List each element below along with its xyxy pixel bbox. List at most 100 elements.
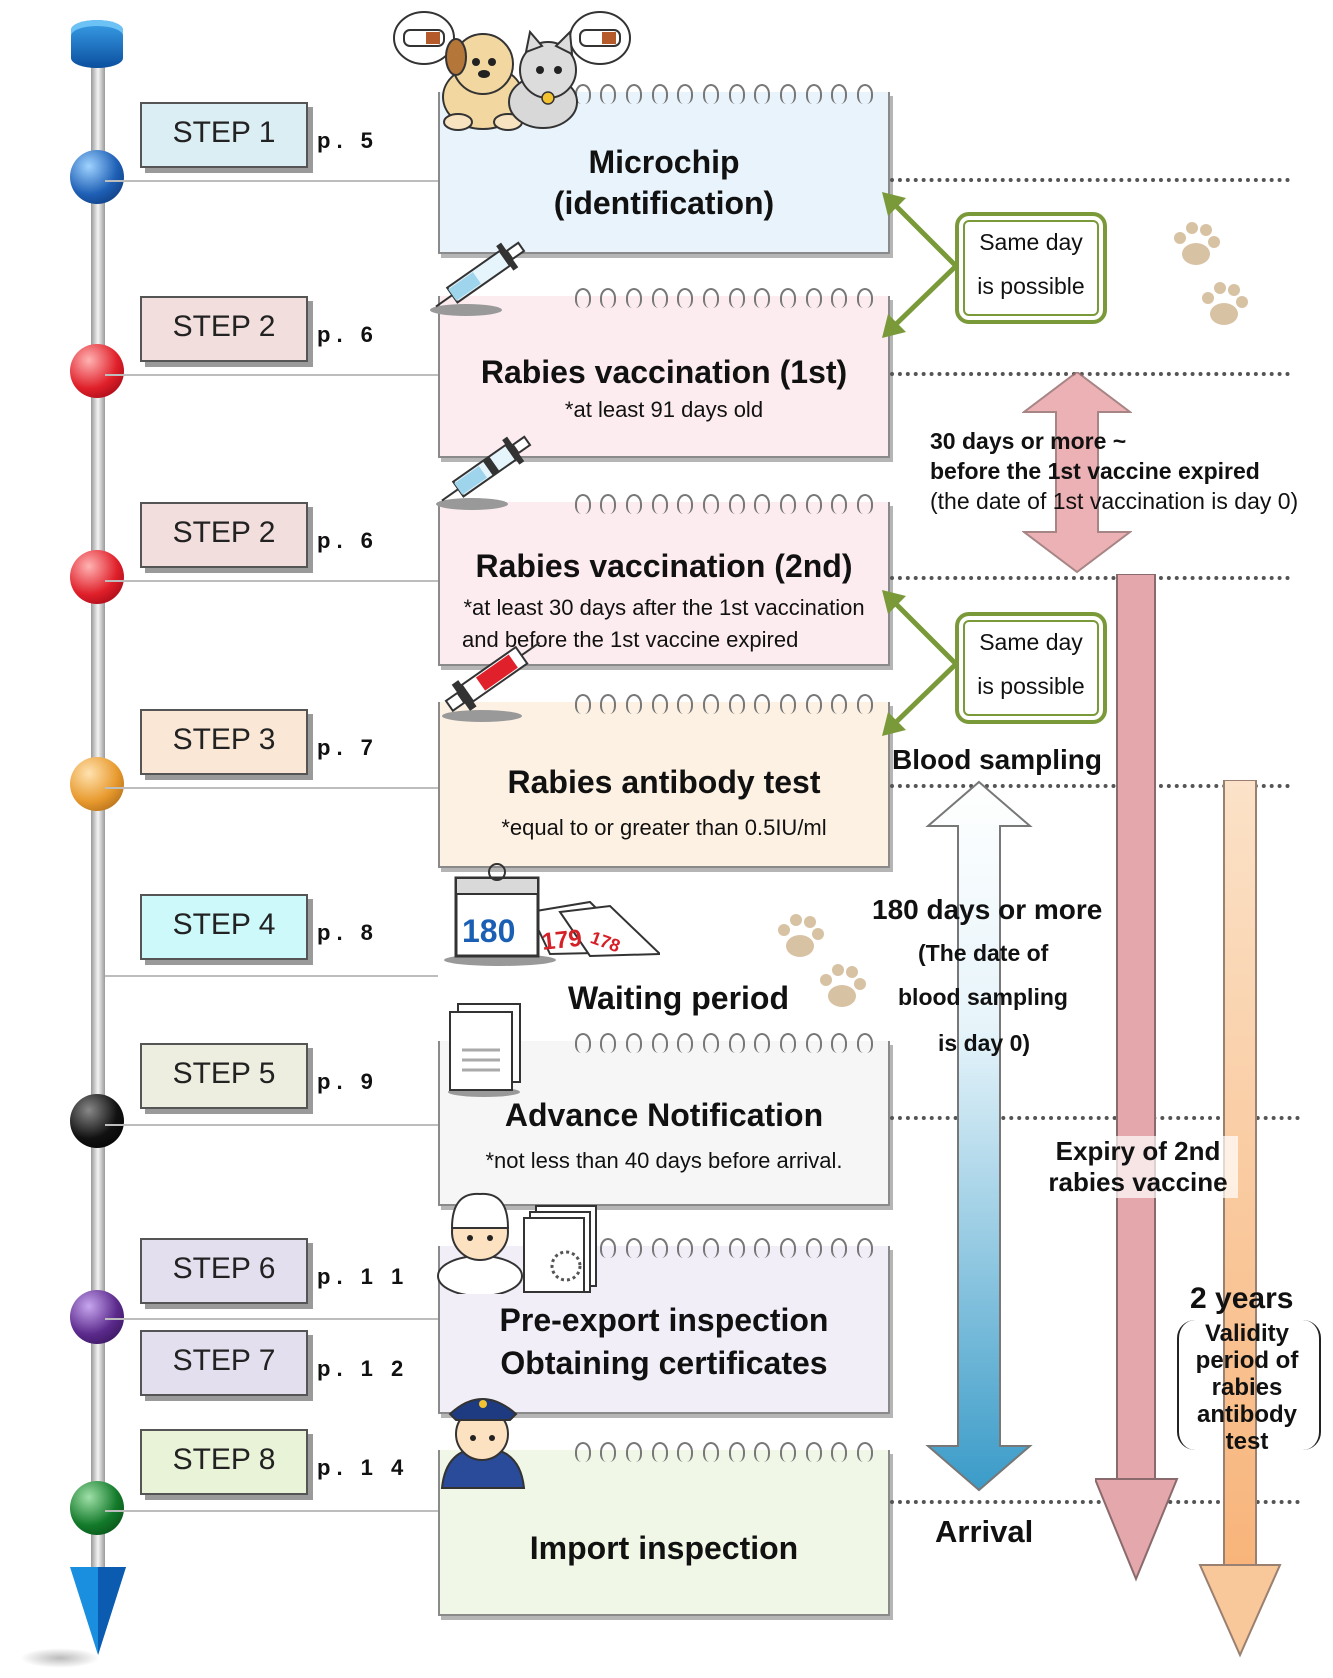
- microchip-title: Microchip: [588, 144, 740, 180]
- connector-line: [105, 1124, 438, 1126]
- vaccination-2-note-1: *at least 30 days after the 1st vaccinat…: [463, 595, 865, 620]
- step-2b-tag: STEP 2: [140, 502, 308, 568]
- arrival-label: Arrival: [935, 1514, 1034, 1549]
- same-day-bracket-arrow: [882, 590, 958, 736]
- step-7-page: p. 1 2: [317, 1356, 410, 1381]
- interval-30-days-arrow: [1022, 372, 1132, 574]
- waiting-period-title: Waiting period: [568, 980, 790, 1016]
- pre-export-title-1: Pre-export inspection: [499, 1302, 829, 1338]
- same-day-line-1: Same day: [979, 229, 1083, 255]
- step-8-tag: STEP 8: [140, 1429, 308, 1495]
- step-2-page: p. 6: [317, 322, 379, 347]
- dog-cat-icon: [393, 11, 631, 131]
- guide-line: [890, 1116, 1300, 1120]
- guide-line: [890, 784, 1290, 788]
- interval-180-days-line-1: 180 days or more: [872, 894, 1103, 925]
- step-1-page: p. 5: [317, 128, 379, 153]
- guide-line: [890, 576, 1290, 580]
- card-vaccination-2: Rabies vaccination (2nd) *at least 30 da…: [438, 494, 890, 666]
- advance-notification-note: *not less than 40 days before arrival.: [485, 1148, 843, 1173]
- connector-line: [105, 1318, 438, 1320]
- step-4-tag: STEP 4: [140, 894, 308, 960]
- card-vaccination-1: Rabies vaccination (1st) *at least 91 da…: [438, 288, 890, 458]
- timeline-shadow: [20, 1648, 100, 1668]
- validity-title: 2 years: [1190, 1282, 1294, 1315]
- calendar-day-180: 180: [462, 913, 515, 949]
- paw-print-icon: [1174, 222, 1220, 265]
- validity-line-4: rabies: [1211, 1374, 1283, 1401]
- vaccination-1-title: Rabies vaccination (1st): [480, 354, 848, 390]
- step-3-page: p. 7: [317, 735, 379, 760]
- guide-line: [890, 1500, 1300, 1504]
- step-3-tag: STEP 3: [140, 709, 308, 775]
- officer-icon: [440, 1398, 526, 1489]
- interval-180-days-line-2: (The date of: [918, 940, 1049, 966]
- expiry-label: Expiry of 2nd rabies vaccine: [1038, 1136, 1238, 1198]
- interval-30-days-line-2: before the 1st vaccine expired: [930, 458, 1260, 484]
- antibody-test-title: Rabies antibody test: [507, 764, 821, 800]
- expiry-label-line-1: Expiry of 2nd: [1055, 1136, 1221, 1166]
- same-day-box: Same day is possible: [955, 612, 1107, 724]
- connector-line: [105, 180, 438, 182]
- interval-180-days-line-4: is day 0): [938, 1030, 1031, 1056]
- antibody-validity-arrow: [1198, 780, 1282, 1658]
- vaccination-1-note: *at least 91 days old: [564, 397, 764, 422]
- same-day-line-2: is possible: [977, 273, 1085, 299]
- interval-30-days-line-1: 30 days or more ~: [930, 428, 1127, 454]
- step-4-page: p. 8: [317, 920, 379, 945]
- timeline-bead-red: [70, 550, 124, 604]
- validity-line-2: Validity: [1204, 1320, 1290, 1347]
- step-5-page: p. 9: [317, 1069, 379, 1094]
- step-6-tag: STEP 6: [140, 1238, 308, 1304]
- paw-print-icon: [1202, 282, 1248, 325]
- connector-line: [105, 975, 438, 977]
- timeline-bead-red: [70, 344, 124, 398]
- interval-180-days-line-3: blood sampling: [898, 984, 1068, 1010]
- pre-export-title-2: Obtaining certificates: [500, 1345, 828, 1381]
- interval-180-days-arrow: [925, 780, 1033, 1492]
- calendar-icon: 180 179 178: [444, 863, 660, 966]
- card-antibody-test: Rabies antibody test *equal to or greate…: [438, 694, 890, 868]
- import-inspection-title: Import inspection: [529, 1530, 799, 1566]
- paw-print-icon: [820, 964, 866, 1007]
- timeline-bead-blue: [70, 150, 124, 204]
- timeline-bead-black: [70, 1094, 124, 1148]
- guide-line: [890, 372, 1290, 376]
- validity-line-6: test: [1225, 1428, 1269, 1455]
- microchip-subtitle: (identification): [553, 185, 775, 221]
- antibody-test-note: *equal to or greater than 0.5IU/ml: [501, 815, 827, 840]
- interval-30-days-line-3: (the date of 1st vaccination is day 0): [930, 488, 1299, 514]
- guide-line: [890, 178, 1290, 182]
- blood-sampling-label: Blood sampling: [892, 744, 1102, 775]
- expiry-label-line-2: rabies vaccine: [1048, 1167, 1228, 1197]
- step-1-tag: STEP 1: [140, 102, 308, 168]
- connector-line: [105, 1510, 438, 1512]
- connector-line: [105, 374, 438, 376]
- card-import-inspection: Import inspection: [438, 1442, 890, 1616]
- step-8-page: p. 1 4: [317, 1455, 410, 1480]
- calendar-day-179: 179: [541, 925, 584, 956]
- step-7-tag: STEP 7: [140, 1330, 308, 1396]
- syringe-icon: [436, 435, 532, 510]
- timeline-top-cap: [71, 20, 123, 68]
- step-2-tag: STEP 2: [140, 296, 308, 362]
- blood-syringe-icon: [442, 641, 541, 722]
- connector-line: [105, 580, 438, 582]
- validity-bracket: [1177, 1320, 1321, 1450]
- advance-notification-title: Advance Notification: [504, 1097, 824, 1133]
- validity-line-3: period of: [1195, 1347, 1299, 1374]
- same-day-line-2: is possible: [977, 673, 1085, 699]
- validity-text: Validity period of rabies antibody test: [1177, 1320, 1317, 1455]
- document-icon: [448, 1003, 521, 1097]
- timeline-bead-green: [70, 1481, 124, 1535]
- timeline-bead-orange: [70, 757, 124, 811]
- vaccination-2-note-2: and before the 1st vaccine expired: [462, 627, 799, 652]
- vaccine-expiry-arrow: [1095, 574, 1179, 1582]
- timeline-bead-purple: [70, 1290, 124, 1344]
- vaccination-2-title: Rabies vaccination (2nd): [475, 548, 853, 584]
- timeline-arrow-tip: [70, 1567, 126, 1655]
- inspector-icon: [437, 1192, 597, 1294]
- connector-line: [105, 787, 438, 789]
- timeline-pole: [91, 60, 105, 1590]
- same-day-bracket-arrow: [882, 192, 958, 338]
